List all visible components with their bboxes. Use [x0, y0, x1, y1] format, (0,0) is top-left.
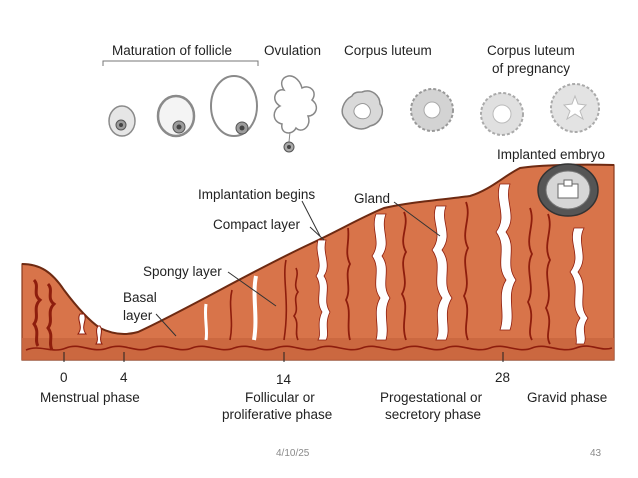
- tick-label-28: 28: [495, 370, 510, 385]
- endometrium-surface: [21, 163, 615, 336]
- corpus-luteum-pregnancy-2-shape: [550, 83, 600, 133]
- proliferative-glands: [203, 259, 299, 341]
- label-gland: Gland: [354, 191, 390, 206]
- phase-gravid: Gravid phase: [527, 390, 607, 405]
- maturation-bracket: [102, 60, 259, 66]
- follicle-small: [108, 105, 136, 137]
- footer-date: 4/10/25: [276, 448, 310, 459]
- phase-labels: Menstrual phase Follicular or proliferat…: [40, 390, 607, 422]
- follicle-medium: [156, 94, 196, 138]
- label-corpus-luteum-pregnancy-1: Corpus luteum: [487, 43, 575, 58]
- phase-menstrual: Menstrual phase: [40, 390, 140, 405]
- phase-follicular-1: Follicular or: [245, 390, 315, 405]
- footer-page-number: 43: [590, 448, 602, 459]
- label-corpus-luteum-pregnancy-2: of pregnancy: [492, 61, 570, 76]
- tick-label-0: 0: [60, 370, 68, 385]
- basal-band: [22, 338, 614, 360]
- label-implantation-begins: Implantation begins: [198, 187, 315, 202]
- day-axis: 0 4 14 28: [60, 352, 510, 387]
- menstrual-glands: [32, 278, 103, 351]
- label-ovulation: Ovulation: [264, 43, 321, 58]
- follicle-mature: [210, 75, 258, 137]
- label-maturation: Maturation of follicle: [112, 43, 232, 58]
- implanted-embryo: [537, 163, 599, 217]
- tick-label-4: 4: [120, 370, 128, 385]
- corpus-luteum-shape: [341, 90, 384, 130]
- tick-label-14: 14: [276, 372, 292, 387]
- phase-progestational-2: secretory phase: [385, 407, 481, 422]
- phase-follicular-2: proliferative phase: [222, 407, 332, 422]
- ovary-row: Maturation of follicle Ovulation Corpus …: [102, 43, 600, 153]
- label-compact-layer: Compact layer: [213, 217, 301, 232]
- secretory-glands: [315, 183, 589, 345]
- corpus-luteum-large: [410, 88, 454, 132]
- ovulation-follicle: [273, 75, 318, 153]
- label-spongy-layer: Spongy layer: [143, 264, 222, 279]
- label-basal-layer: layer: [123, 308, 153, 323]
- label-basal: Basal: [123, 290, 157, 305]
- endometrium-tissue: [21, 164, 615, 361]
- leader-lines: [155, 200, 441, 337]
- endometrium: [21, 163, 615, 361]
- phase-progestational-1: Progestational or: [380, 390, 483, 405]
- basal-vessels: [25, 345, 613, 351]
- corpus-luteum-pregnancy-1-shape: [480, 92, 524, 136]
- label-implanted-embryo: Implanted embryo: [497, 147, 605, 162]
- label-corpus-luteum: Corpus luteum: [344, 43, 432, 58]
